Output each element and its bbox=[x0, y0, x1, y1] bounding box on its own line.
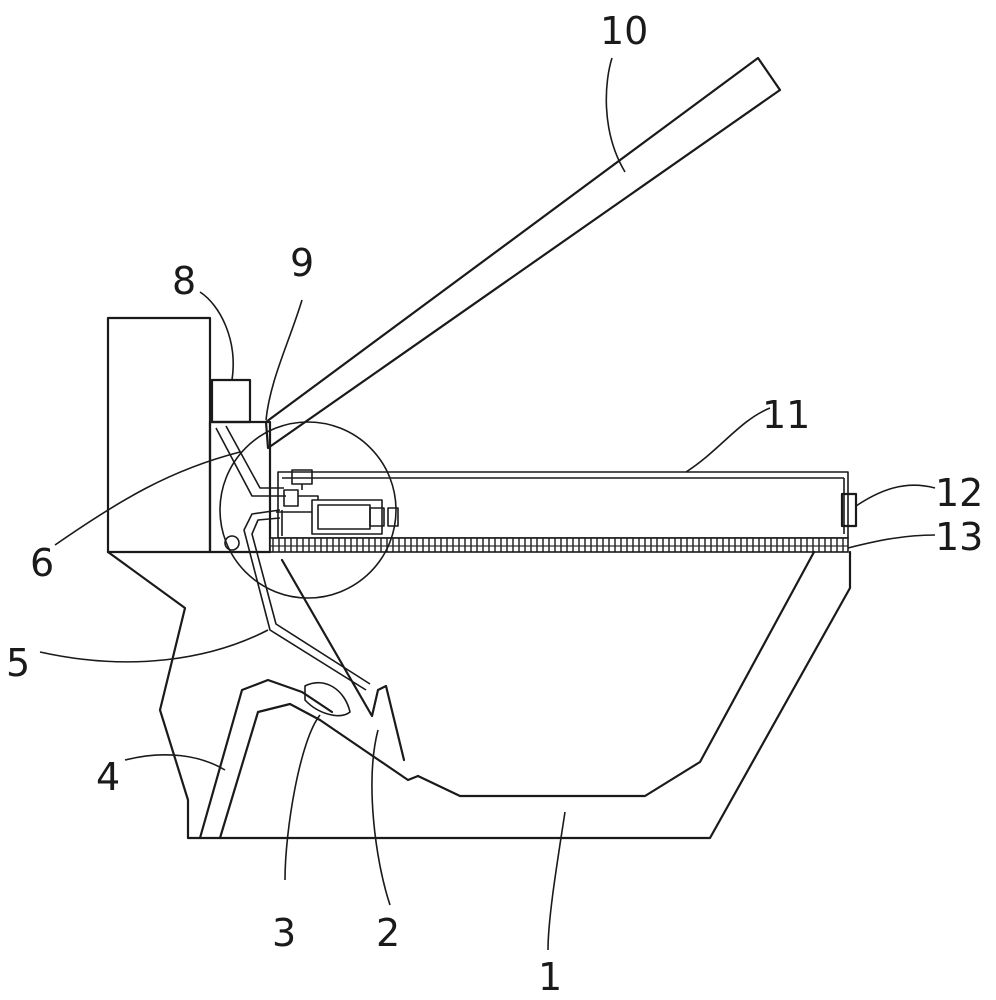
pump-housing bbox=[311, 499, 383, 535]
label-10: 10 bbox=[600, 9, 648, 53]
label-2: 2 bbox=[376, 911, 400, 955]
label-1: 1 bbox=[538, 955, 562, 999]
leader-2 bbox=[371, 729, 391, 906]
leader-5 bbox=[39, 629, 269, 663]
label-13: 13 bbox=[935, 515, 983, 559]
nozzle-2 bbox=[280, 558, 406, 762]
leader-12 bbox=[855, 484, 936, 507]
leader-8 bbox=[199, 291, 234, 381]
back-panel bbox=[208, 420, 272, 554]
pipe-5-inner bbox=[251, 517, 371, 685]
leader-1 bbox=[547, 811, 566, 951]
bowl-outer bbox=[106, 550, 852, 840]
label-12: 12 bbox=[935, 471, 983, 515]
nozzle-chamber-3 bbox=[304, 681, 351, 717]
leader-9 bbox=[265, 299, 303, 421]
water-tank bbox=[106, 316, 212, 554]
label-3: 3 bbox=[272, 911, 296, 955]
hinge-ring bbox=[224, 535, 240, 551]
pipe-5 bbox=[243, 509, 367, 691]
raised-lid-10 bbox=[264, 56, 782, 450]
label-11: 11 bbox=[762, 393, 810, 437]
pipe-6 bbox=[215, 427, 286, 497]
valve-block bbox=[283, 489, 299, 507]
leader-11 bbox=[685, 407, 771, 473]
trap-outer bbox=[198, 678, 334, 840]
detail-circle bbox=[219, 421, 397, 599]
label-9: 9 bbox=[290, 241, 314, 285]
pump-end bbox=[369, 507, 385, 527]
pipe-6-inner bbox=[225, 425, 284, 489]
leader-4 bbox=[124, 754, 226, 771]
label-4: 4 bbox=[96, 755, 120, 799]
sensor-12 bbox=[840, 492, 858, 528]
pump-core bbox=[317, 504, 371, 530]
trap-inner bbox=[218, 702, 420, 840]
label-5: 5 bbox=[6, 641, 30, 685]
control-box-8 bbox=[210, 378, 252, 424]
label-6: 6 bbox=[30, 541, 54, 585]
heating-layer-13 bbox=[269, 537, 849, 553]
pipe-link-1 bbox=[298, 495, 319, 500]
bowl-inner bbox=[416, 550, 816, 798]
leader-10 bbox=[605, 57, 626, 173]
leader-3 bbox=[284, 714, 321, 881]
leader-6 bbox=[54, 451, 241, 546]
label-8: 8 bbox=[172, 259, 196, 303]
leader-13 bbox=[847, 534, 936, 549]
pump-cap bbox=[387, 507, 399, 527]
